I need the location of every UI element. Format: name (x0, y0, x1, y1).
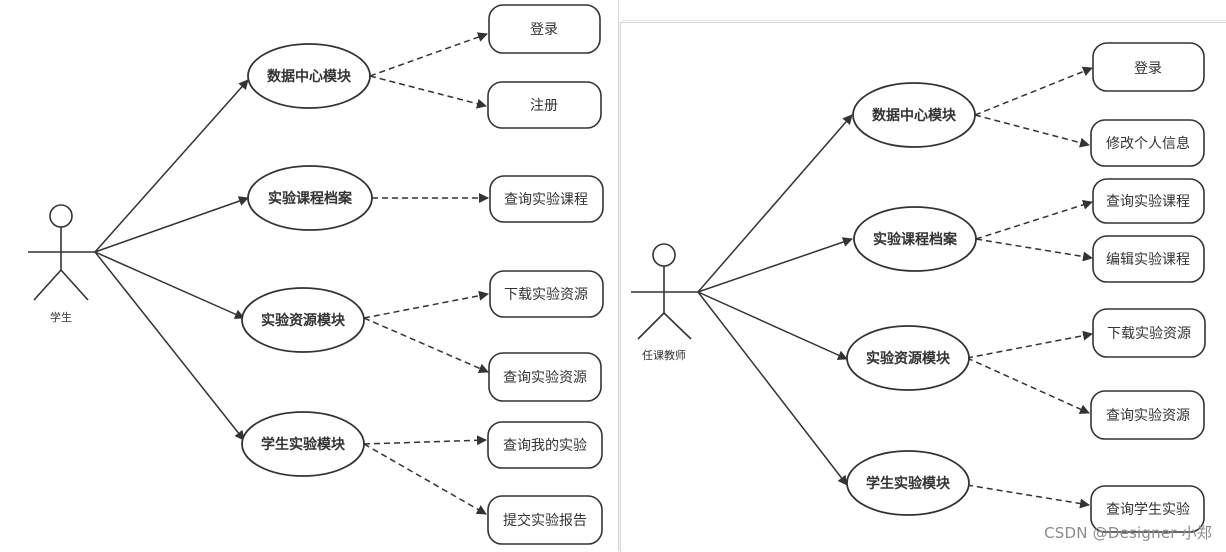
function-label: 查询实验资源 (503, 370, 587, 386)
function-box-edit-profile (1090, 119, 1205, 167)
function-label: 修改个人信息 (1106, 135, 1190, 152)
actor-teacher (631, 243, 698, 340)
usecase-data-center (247, 43, 371, 109)
student-usecase-diagram: 学生 数据中心模块 实验课程档案 实验资源模块 学生实验模块 (28, 4, 604, 545)
module-label: 实验资源模块 (261, 312, 346, 329)
function-label: 下载实验资源 (1107, 326, 1191, 342)
function-label: 编辑实验课程 (1106, 252, 1190, 268)
function-label: 查询我的实验 (503, 438, 587, 454)
actor-student (28, 204, 95, 301)
function-label: 提交实验报告 (503, 512, 587, 529)
function-label: 查询实验课程 (1106, 194, 1190, 210)
teacher-usecase-diagram: 任课教师 数据中心模块 实验课程档案 实验资源模块 学生实验模块 (631, 42, 1206, 533)
module-label: 数据中心模块 (872, 107, 957, 124)
function-box-query-resource (488, 352, 602, 402)
function-box-my-experiment (487, 421, 603, 469)
actor-label: 任课教师 (642, 349, 686, 362)
teacher-usecase-panel: 任课教师 数据中心模块 实验课程档案 实验资源模块 学生实验模块 (620, 22, 1226, 552)
function-box-query-course (1092, 178, 1205, 224)
function-label: 注册 (530, 98, 558, 114)
function-box-register (487, 81, 602, 129)
actor-associations (697, 114, 853, 486)
window-strip (622, 0, 1226, 21)
student-usecase-panel: 学生 数据中心模块 实验课程档案 实验资源模块 学生实验模块 (28, 0, 619, 551)
function-label: 下载实验资源 (504, 287, 588, 303)
usecase-student-experiment (846, 450, 970, 516)
function-label: 查询学生实验 (1106, 502, 1190, 518)
usecase-data-center (852, 82, 976, 148)
function-box-query-course (489, 175, 604, 223)
function-box-query-student-experiment (1090, 485, 1205, 533)
function-box-download-resource (1092, 308, 1206, 358)
function-box-login (488, 4, 601, 54)
usecase-resource-module (846, 325, 970, 391)
module-label: 数据中心模块 (267, 68, 352, 85)
include-edges (966, 66, 1093, 509)
function-label: 查询实验资源 (1106, 408, 1190, 424)
function-box-login (1092, 42, 1205, 92)
actor-label: 学生 (50, 310, 72, 324)
module-label: 学生实验模块 (261, 436, 346, 453)
function-box-submit-report (487, 495, 603, 545)
module-label: 实验课程档案 (873, 231, 958, 248)
usecase-student-experiment (241, 411, 365, 477)
function-label: 登录 (1134, 61, 1162, 77)
function-label: 查询实验课程 (504, 192, 588, 208)
usecase-resource-module (241, 287, 365, 353)
function-box-edit-course (1092, 235, 1205, 283)
usecase-course-archive (247, 165, 373, 231)
actor-associations (94, 79, 249, 441)
watermark: CSDN @Designer 小郑 (1044, 524, 1212, 542)
function-box-query-resource (1090, 390, 1205, 440)
function-box-download-resource (489, 270, 604, 318)
include-edges (363, 32, 489, 515)
usecase-course-archive (853, 206, 977, 272)
module-label: 实验课程档案 (268, 190, 353, 207)
module-label: 实验资源模块 (866, 350, 951, 367)
module-label: 学生实验模块 (866, 475, 951, 492)
function-label: 登录 (530, 22, 558, 38)
